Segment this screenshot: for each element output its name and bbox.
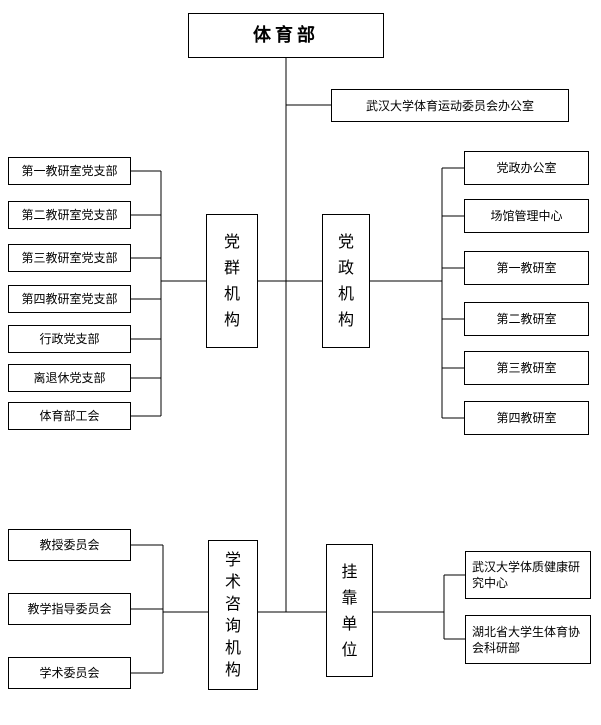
admin-item: 第二教研室 — [464, 302, 589, 336]
party-item: 第三教研室党支部 — [8, 244, 131, 272]
admin-item: 场馆管理中心 — [464, 199, 589, 233]
academic-org-node: 学术咨询机构 — [208, 540, 258, 690]
affiliated-node: 挂靠单位 — [326, 544, 373, 677]
admin-item: 第四教研室 — [464, 401, 589, 435]
party-org-char: 党群机构 — [223, 232, 240, 329]
admin-item: 第一教研室 — [464, 251, 589, 285]
party-item: 体育部工会 — [8, 402, 131, 430]
affiliated-char: 挂靠单位 — [341, 561, 358, 659]
academic-org-char: 学术咨询机构 — [224, 550, 241, 679]
party-item: 第二教研室党支部 — [8, 201, 131, 229]
admin-org-node: 党政机构 — [322, 214, 370, 348]
party-org-node: 党群机构 — [206, 214, 258, 348]
party-item: 第一教研室党支部 — [8, 157, 131, 185]
root-node: 体育部 — [188, 13, 384, 58]
affiliated-item: 湖北省大学生体育协会科研部 — [465, 615, 591, 664]
admin-item: 第三教研室 — [464, 351, 589, 385]
affiliated-item: 武汉大学体质健康研究中心 — [465, 551, 591, 599]
admin-org-char: 党政机构 — [337, 232, 354, 329]
party-item: 第四教研室党支部 — [8, 285, 131, 313]
admin-item: 党政办公室 — [464, 151, 589, 185]
party-item: 离退休党支部 — [8, 364, 131, 392]
academic-item: 教学指导委员会 — [8, 593, 131, 625]
office-node: 武汉大学体育运动委员会办公室 — [331, 89, 569, 122]
party-item: 行政党支部 — [8, 325, 131, 353]
academic-item: 教授委员会 — [8, 529, 131, 561]
academic-item: 学术委员会 — [8, 657, 131, 689]
